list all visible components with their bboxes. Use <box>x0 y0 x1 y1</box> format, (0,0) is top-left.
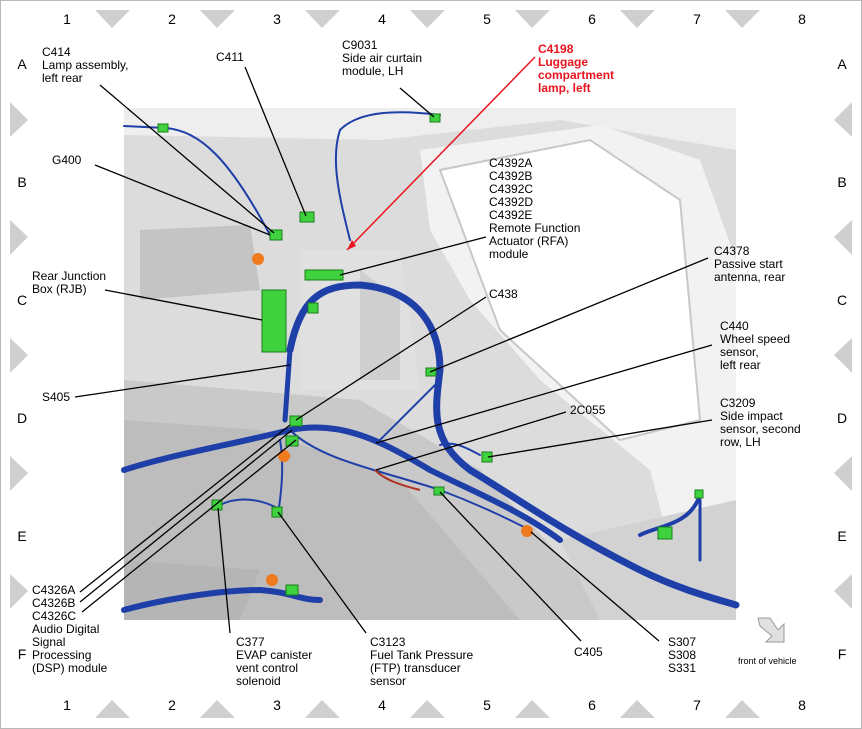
callout-c414: C414 Lamp assembly, left rear <box>42 45 129 85</box>
row-label-c-right: C <box>836 292 848 308</box>
row-label-e: E <box>17 528 27 544</box>
callout-g400: G400 <box>52 153 82 167</box>
callout-rjb: Rear Junction Box (RJB) <box>32 269 107 296</box>
leader-lines <box>74 66 713 642</box>
row-label-b: B <box>17 174 27 190</box>
callout-c3209: C3209 Side impact sensor, second row, LH <box>720 396 801 449</box>
red-leader-line <box>346 56 536 251</box>
grounds <box>252 253 533 586</box>
callout-c4326: C4326A C4326B C4326C Audio Digital Signa… <box>32 583 108 675</box>
arrow-icon <box>757 617 785 643</box>
col-label-8-bottom: 8 <box>798 697 806 713</box>
col-label-3-bottom: 3 <box>273 697 281 713</box>
row-label-a-right: A <box>837 56 847 72</box>
col-label-5: 5 <box>483 11 491 27</box>
row-label-d: D <box>16 410 28 426</box>
row-label-c: C <box>16 292 28 308</box>
col-label-2-bottom: 2 <box>168 697 176 713</box>
col-label-7-bottom: 7 <box>693 697 701 713</box>
col-label-1: 1 <box>63 11 71 27</box>
callout-c3123: C3123 Fuel Tank Pressure (FTP) transduce… <box>370 635 474 688</box>
col-label-6-bottom: 6 <box>588 697 596 713</box>
callout-c4378: C4378 Passive start antenna, rear <box>714 244 786 284</box>
col-label-7: 7 <box>693 11 701 27</box>
row-label-f-right: F <box>837 646 847 662</box>
col-label-4-bottom: 4 <box>378 697 386 713</box>
callout-c411: C411 <box>216 50 244 64</box>
callout-c377: C377 EVAP canister vent control solenoid <box>236 635 313 688</box>
wiring-harness <box>121 111 740 613</box>
splice-wire <box>374 469 421 491</box>
red-arrowhead <box>347 240 356 250</box>
col-label-1-bottom: 1 <box>63 697 71 713</box>
callout-c9031: C9031 Side air curtain module, LH <box>342 38 423 78</box>
row-label-a: A <box>17 56 27 72</box>
row-label-b-right: B <box>837 174 847 190</box>
col-label-8: 8 <box>798 11 806 27</box>
callout-c4198: C4198 Luggage compartment lamp, left <box>538 42 615 95</box>
connectors <box>157 113 704 596</box>
vehicle-body <box>124 108 736 620</box>
grid-tabs <box>10 10 852 718</box>
callout-c440: C440 Wheel speed sensor, left rear <box>720 319 791 372</box>
callout-c438: C438 <box>489 287 518 301</box>
col-label-3: 3 <box>273 11 281 27</box>
callout-s405: S405 <box>42 390 71 404</box>
callout-c4392: C4392A C4392B C4392C C4392D C4392E Remot… <box>489 156 581 261</box>
row-label-f: F <box>17 646 27 662</box>
callout-2c055: 2C055 <box>570 403 606 417</box>
col-label-4: 4 <box>378 11 386 27</box>
callout-c405: C405 <box>574 645 603 659</box>
callout-s307: S307 S308 S331 <box>668 635 697 675</box>
row-label-e-right: E <box>837 528 847 544</box>
row-label-d-right: D <box>836 410 848 426</box>
col-label-2: 2 <box>168 11 176 27</box>
front-of-vehicle-label: front of vehicle <box>738 656 797 666</box>
col-label-5-bottom: 5 <box>483 697 491 713</box>
col-label-6: 6 <box>588 11 596 27</box>
